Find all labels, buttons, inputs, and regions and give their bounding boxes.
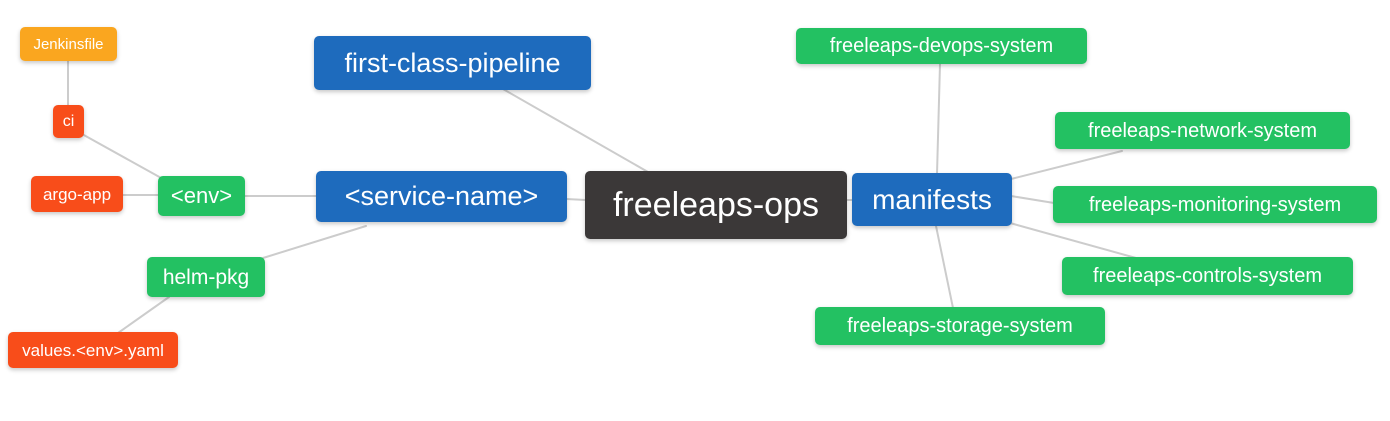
node-values-env-yaml[interactable]: values.<env>.yaml	[8, 332, 178, 368]
node-freeleaps-controls-system[interactable]: freeleaps-controls-system	[1062, 257, 1353, 295]
node-env[interactable]: <env>	[158, 176, 245, 216]
node-freeleaps-storage-system[interactable]: freeleaps-storage-system	[815, 307, 1105, 345]
edge-helm-pkg-to-values-env-yaml	[117, 296, 170, 334]
node-jenkinsfile[interactable]: Jenkinsfile	[20, 27, 117, 61]
node-service-name[interactable]: <service-name>	[316, 171, 567, 222]
node-helm-pkg[interactable]: helm-pkg	[147, 257, 265, 297]
node-freeleaps-network-system[interactable]: freeleaps-network-system	[1055, 112, 1350, 149]
node-manifests[interactable]: manifests	[852, 173, 1012, 226]
node-freeleaps-ops[interactable]: freeleaps-ops	[585, 171, 847, 239]
edge-manifests-to-freeleaps-monitoring-system	[1010, 195, 1055, 204]
edge-ci-to-env	[81, 133, 164, 180]
edge-manifests-to-freeleaps-controls-system	[1009, 222, 1137, 259]
node-argo-app[interactable]: argo-app	[31, 176, 123, 212]
node-freeleaps-monitoring-system[interactable]: freeleaps-monitoring-system	[1053, 186, 1377, 223]
edge-manifests-to-freeleaps-devops-system	[936, 63, 941, 175]
edge-manifests-to-freeleaps-storage-system	[935, 225, 954, 309]
edge-service-name-to-helm-pkg	[262, 225, 367, 259]
node-ci[interactable]: ci	[53, 105, 84, 138]
edge-manifests-to-freeleaps-network-system	[1010, 150, 1123, 180]
edge-first-class-pipeline-to-freeleaps-ops	[502, 88, 649, 173]
node-freeleaps-devops-system[interactable]: freeleaps-devops-system	[796, 28, 1087, 64]
node-first-class-pipeline[interactable]: first-class-pipeline	[314, 36, 591, 90]
edge-service-name-to-freeleaps-ops	[565, 198, 587, 201]
